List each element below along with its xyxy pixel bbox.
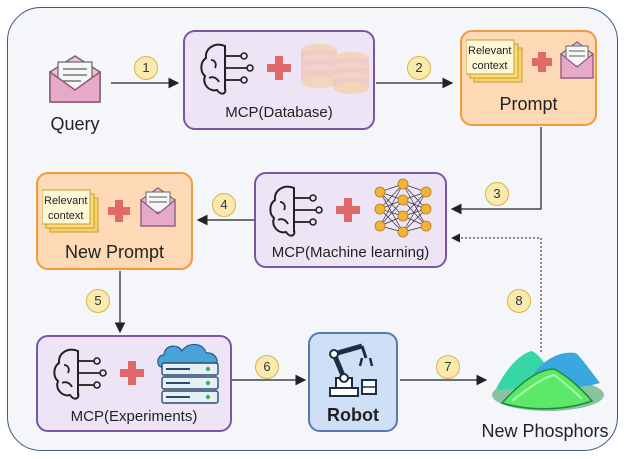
query-label: Query (50, 114, 100, 134)
mcp-experiments-box: MCP(Experiments) (36, 335, 232, 432)
query-node (44, 50, 106, 108)
plus-icon (267, 56, 291, 80)
new-prompt-label: New Prompt (64, 242, 165, 262)
mcp-database-label: MCP(Database) (225, 104, 333, 121)
plus-icon (108, 200, 130, 222)
plus-icon (532, 52, 552, 72)
robot-label: Robot (327, 405, 379, 425)
brain-circuit-icon (269, 185, 323, 237)
step-3-badge: 3 (485, 182, 509, 206)
mcp-database-box: MCP(Database) (183, 30, 375, 130)
relevant-context-line1: Relevant (468, 45, 512, 57)
step-7-badge: 7 (436, 355, 460, 379)
plus-icon (336, 198, 360, 222)
relevant-context-line2: context (48, 210, 84, 222)
plus-icon (120, 361, 144, 385)
step-5-badge: 5 (86, 289, 110, 313)
prompt-label: Prompt (499, 94, 558, 114)
relevant-context-line1: Relevant (44, 195, 88, 207)
envelope-icon (49, 55, 101, 103)
envelope-icon (560, 41, 594, 79)
brain-circuit-icon (53, 348, 107, 400)
brain-circuit-icon (200, 43, 254, 95)
robot-box: Robot (308, 332, 398, 432)
neural-network-icon (374, 178, 432, 238)
database-icon (301, 44, 369, 94)
robot-arm-icon (329, 343, 377, 397)
step-6-badge: 6 (255, 355, 279, 379)
prompt-box: Relevant context Prompt (460, 30, 597, 126)
new-phosphors-label: New Phosphors (481, 421, 609, 441)
arrow-step-3 (450, 127, 542, 215)
mcp-machine-learning-box: MCP(Machine learning) (254, 172, 447, 268)
relevant-context-line2: context (472, 60, 508, 72)
phosphor-powder-icon (492, 351, 604, 411)
arrow-step-8 (451, 233, 542, 352)
mcp-experiments-label: MCP(Experiments) (70, 408, 198, 425)
envelope-icon (140, 187, 176, 227)
step-2-badge: 2 (407, 56, 431, 80)
document-stack-icon (42, 189, 99, 233)
step-8-badge: 8 (507, 289, 531, 313)
step-1-badge: 1 (134, 56, 158, 80)
step-4-badge: 4 (212, 193, 236, 217)
new-prompt-box: Relevant context New Prompt (36, 172, 193, 270)
document-stack-icon (466, 39, 523, 83)
mcp-machine-learning-label: MCP(Machine learning) (271, 244, 430, 261)
cloud-server-icon (157, 343, 219, 404)
